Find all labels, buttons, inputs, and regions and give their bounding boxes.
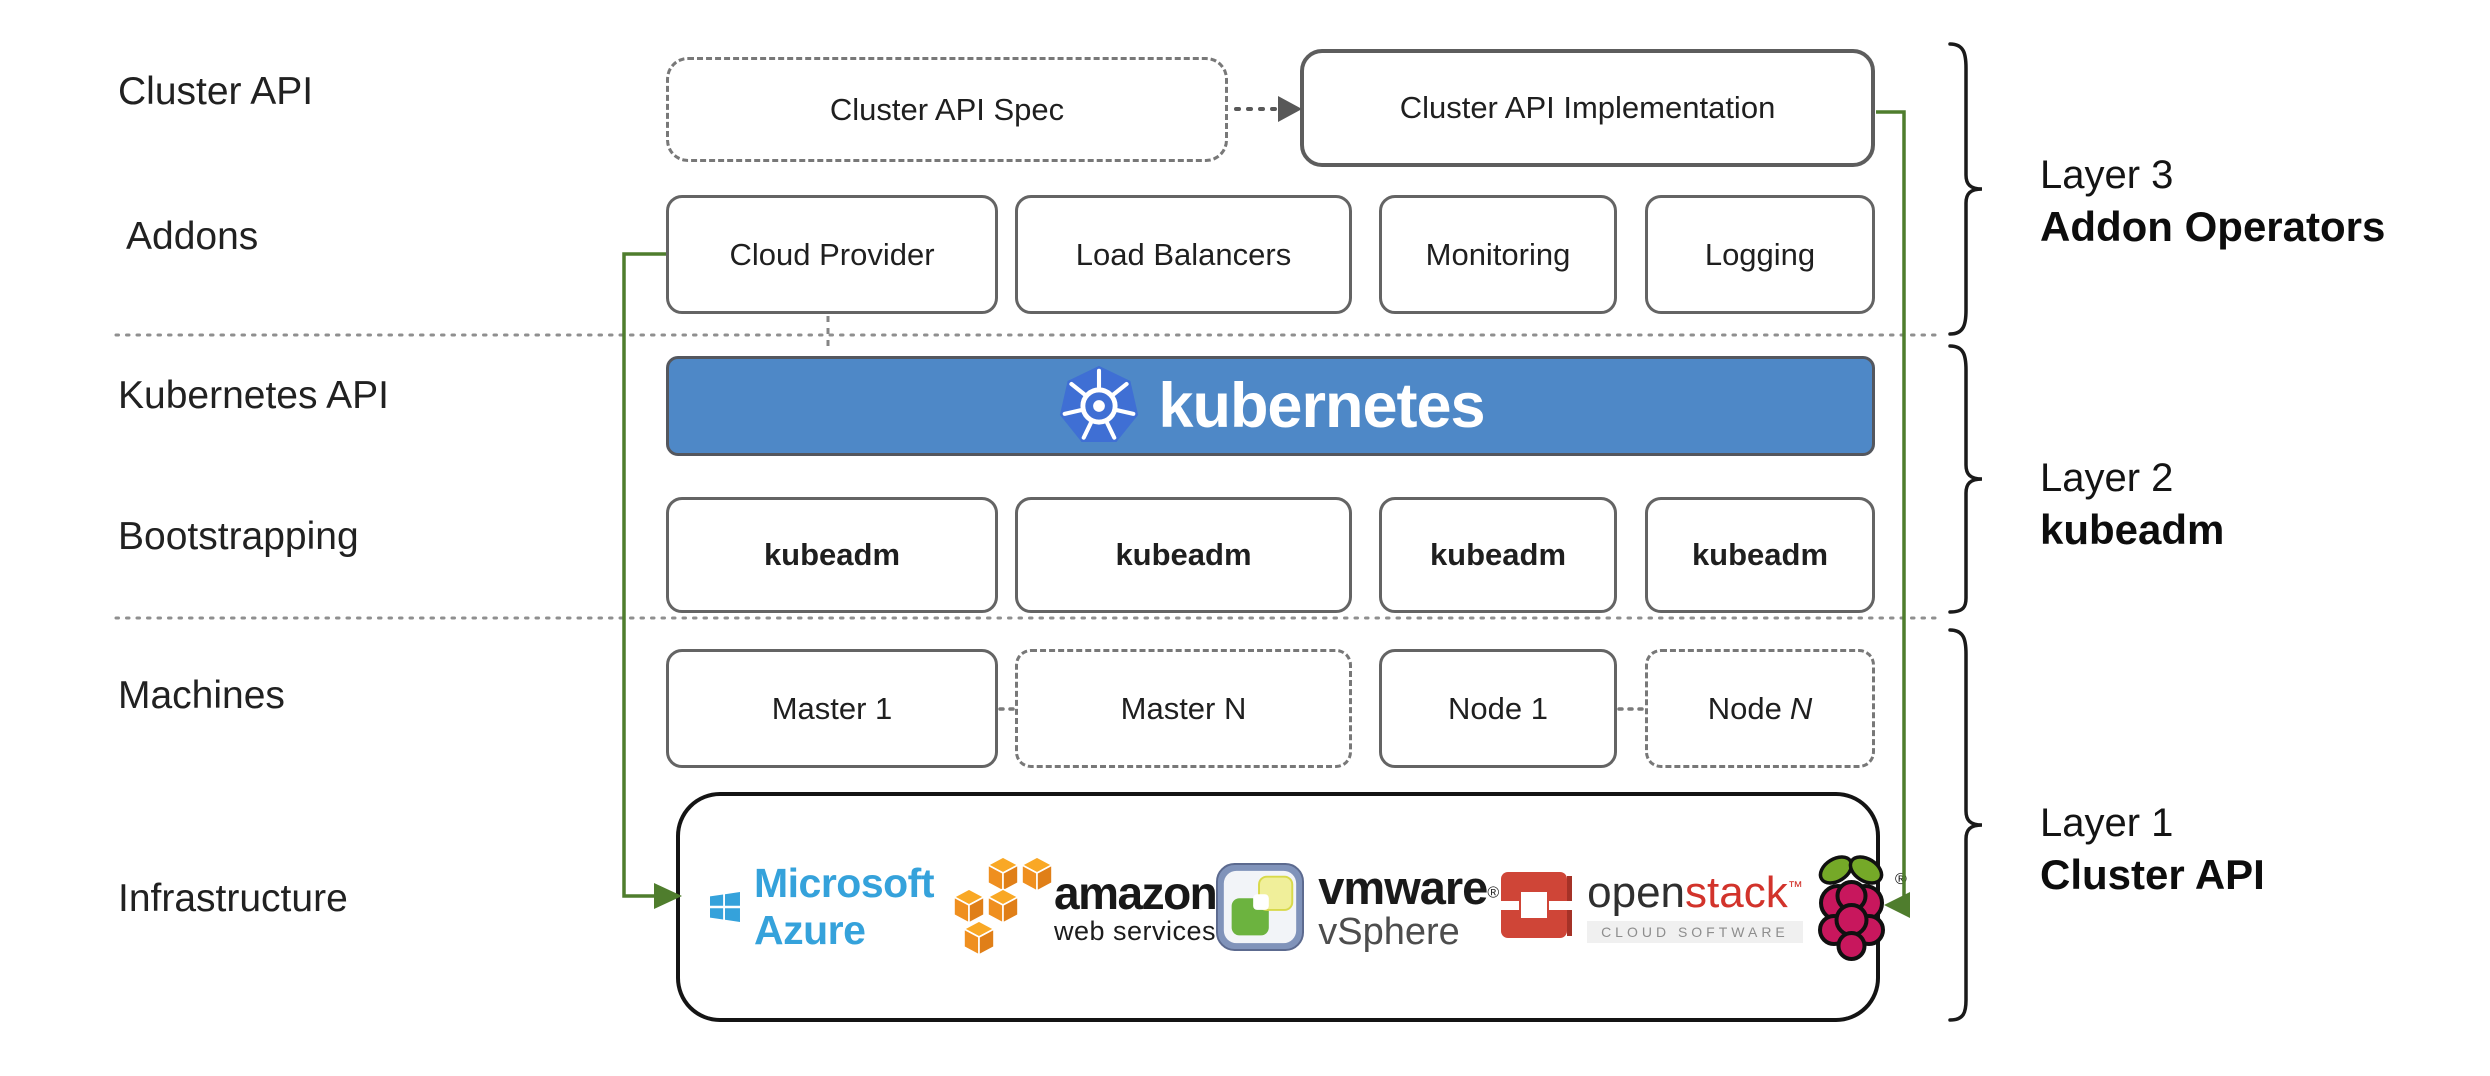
cluster-api-spec-box: Cluster API Spec (666, 57, 1228, 162)
machine-box-node-1: Node 1 (1379, 649, 1617, 768)
kubernetes-banner: kubernetes (666, 356, 1875, 456)
row-label-kubernetes-api: Kubernetes API (118, 374, 390, 417)
kubernetes-logo-icon (1060, 365, 1139, 443)
vsphere-wordmark: vSphere (1318, 910, 1460, 953)
implementation-to-infrastructure-connector (1876, 110, 1906, 905)
addon-box-cloud-provider: Cloud Provider (666, 195, 998, 314)
kubeadm-box-1: kubeadm (666, 497, 998, 613)
microsoft-window-icon (710, 892, 740, 922)
spec-to-implementation-arrowhead (1278, 96, 1302, 122)
infrastructure-box: Microsoft Azure amazon (676, 792, 1907, 1022)
azure-wordmark: Microsoft Azure (753, 860, 935, 953)
openstack-cloud-software-label: CLOUD SOFTWARE (1587, 921, 1803, 943)
raspberry-pi-logo: ® (1803, 848, 1907, 966)
addon-box-logging: Logging (1645, 195, 1875, 314)
layer-2-label: Layer 2 kubeadm (2040, 452, 2224, 556)
vmware-icon (1216, 863, 1305, 951)
kubernetes-wordmark: kubernetes (1158, 371, 1485, 441)
kubeadm-label: kubeadm (1115, 537, 1252, 572)
vmware-vsphere-logo: vmware® vSphere (1216, 863, 1499, 951)
row-label-infrastructure: Infrastructure (118, 877, 348, 920)
layer-1-subtitle: Cluster API (2040, 851, 2265, 898)
addon-label: Load Balancers (1075, 236, 1292, 272)
vmware-wordmark: vmware (1318, 860, 1488, 914)
openstack-wordmark-stack: stack (1685, 868, 1788, 917)
amazon-web-services-logo: amazon web services (950, 855, 1218, 959)
machine-label: Node 1 (1448, 690, 1548, 726)
kubeadm-label: kubeadm (763, 537, 901, 572)
kubeadm-box-2: kubeadm (1015, 497, 1352, 613)
openstack-icon (1499, 872, 1574, 938)
machine-label-italic-n: N (1789, 690, 1813, 726)
addon-label: Monitoring (1425, 236, 1571, 272)
machine-box-master-n: Master N (1015, 649, 1352, 768)
layer-3-title: Layer 3 (2040, 153, 2174, 197)
kubeadm-box-3: kubeadm (1379, 497, 1617, 613)
microsoft-azure-logo: Microsoft Azure (710, 860, 950, 954)
openstack-trademark: ™ (1787, 878, 1803, 896)
openstack-wordmark-open: open (1587, 868, 1686, 917)
layer-3-label: Layer 3 Addon Operators (2040, 149, 2385, 253)
machine-box-master-1: Master 1 (666, 649, 998, 768)
layer-1-brace (1948, 628, 1983, 1022)
layer-1-label: Layer 1 Cluster API (2040, 797, 2265, 901)
cloud-provider-to-infrastructure-connector (622, 252, 666, 898)
machine-label: Master N (1120, 690, 1247, 726)
aws-amazon-wordmark: amazon (1054, 866, 1218, 919)
row-label-bootstrapping: Bootstrapping (118, 515, 359, 558)
layer-3-brace (1948, 42, 1983, 336)
addon-box-monitoring: Monitoring (1379, 195, 1617, 314)
kubeadm-label: kubeadm (1691, 537, 1829, 572)
layer-2-title: Layer 2 (2040, 456, 2174, 500)
cluster-api-implementation-box: Cluster API Implementation (1300, 49, 1875, 167)
aws-webservices-wordmark: web services (1054, 915, 1217, 946)
raspberry-pi-icon: ® (1817, 855, 1907, 961)
openstack-logo: openstack™ CLOUD SOFTWARE (1499, 870, 1803, 944)
machine-label: Node (1707, 690, 1782, 726)
layer-2-subtitle: kubeadm (2040, 506, 2225, 553)
vmware-registered-mark: ® (1487, 884, 1500, 902)
row-label-addons: Addons (126, 215, 259, 258)
layer-2-brace (1948, 344, 1983, 614)
layer-1-title: Layer 1 (2040, 801, 2174, 845)
kubeadm-box-4: kubeadm (1645, 497, 1875, 613)
cluster-api-implementation-label: Cluster API Implementation (1399, 90, 1776, 125)
machine-box-node-n: Node N (1645, 649, 1875, 768)
kubeadm-label: kubeadm (1429, 537, 1567, 572)
row-label-machines: Machines (118, 674, 285, 717)
cluster-api-spec-label: Cluster API Spec (829, 91, 1065, 127)
machine-label: Master 1 (771, 690, 893, 726)
raspberry-pi-registered-mark: ® (1895, 871, 1907, 888)
aws-cubes-icon (953, 856, 1053, 956)
addon-label: Cloud Provider (729, 236, 935, 272)
addon-label: Logging (1704, 236, 1816, 272)
addon-box-load-balancers: Load Balancers (1015, 195, 1352, 314)
row-label-cluster-api: Cluster API (118, 70, 314, 113)
layer-3-subtitle: Addon Operators (2040, 203, 2386, 250)
